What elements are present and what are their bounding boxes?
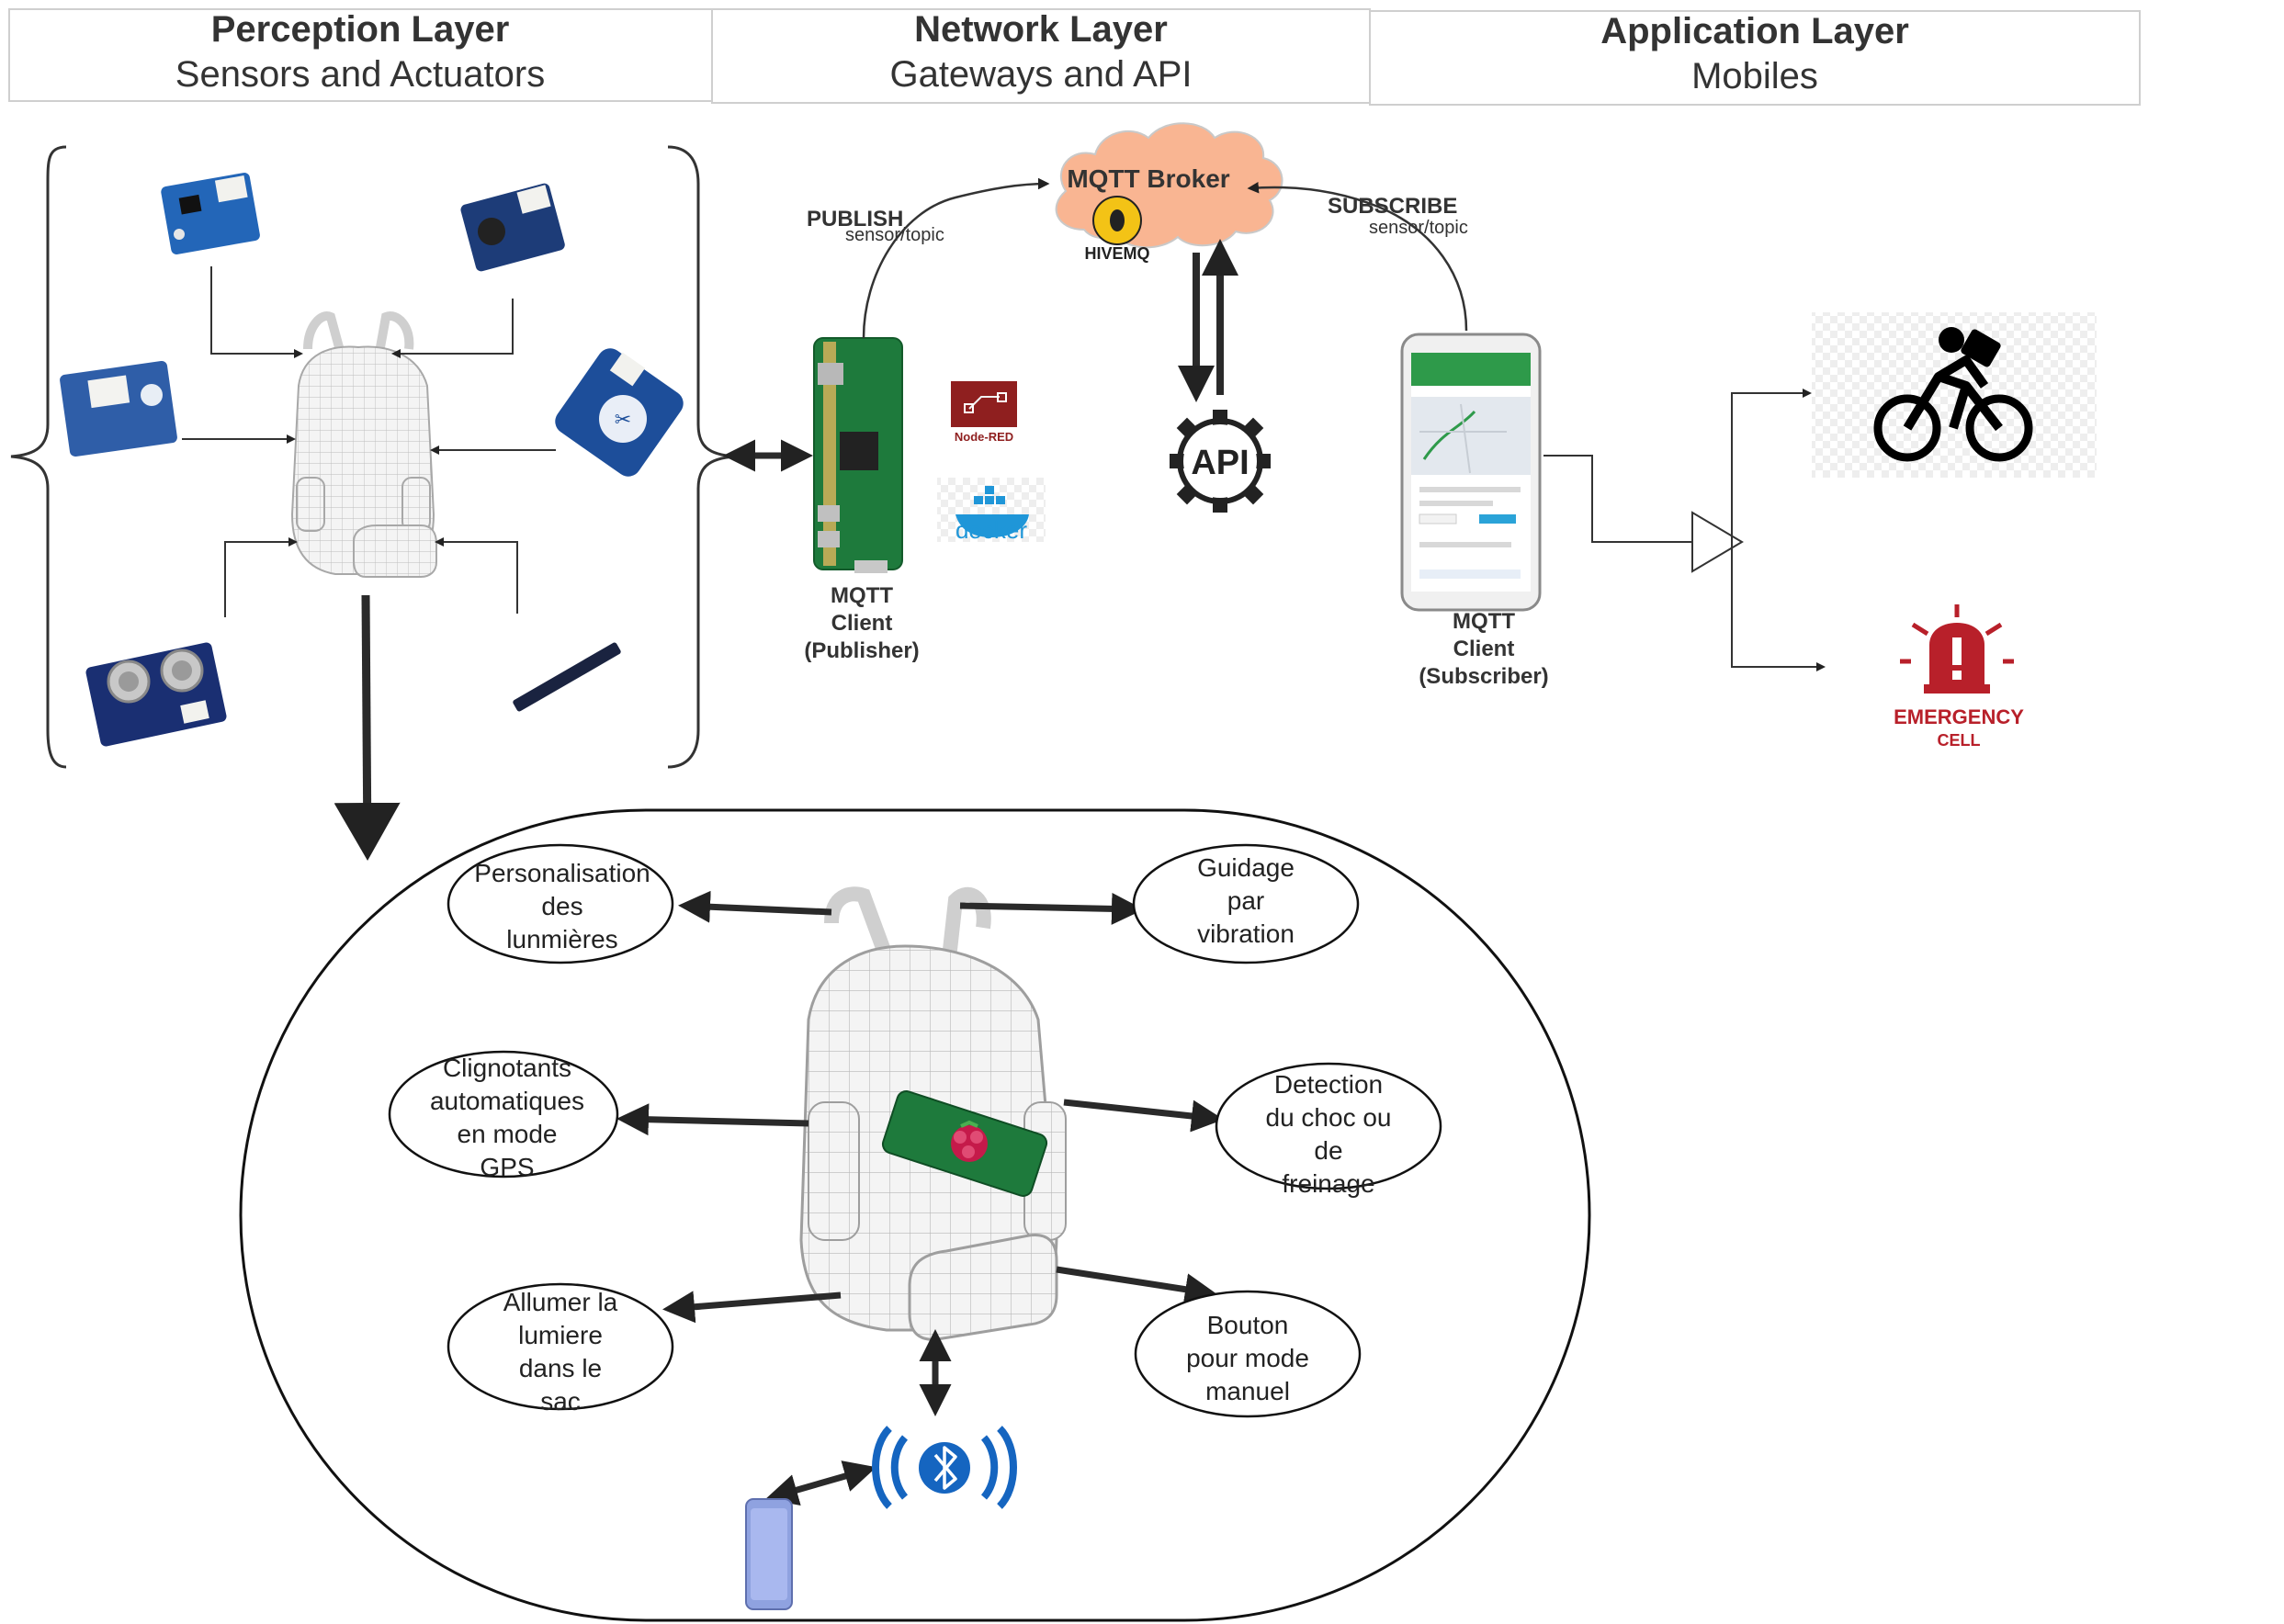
- publisher-line1: MQTT: [831, 583, 893, 608]
- publish-label: PUBLISH: [807, 207, 903, 231]
- raspberry-pi-board-icon: [881, 1090, 1048, 1197]
- layer-header-application: Application Layer Mobiles: [1369, 10, 2141, 106]
- feature-arrows: [616, 890, 1224, 1506]
- feature-personalisation: Personalisation des lunmières: [447, 843, 674, 964]
- feature-text: lunmières: [506, 925, 617, 953]
- subscriber-label: MQTT Client (Subscriber): [1419, 609, 1548, 689]
- subscriber-line1: MQTT: [1453, 609, 1515, 634]
- node-red-label: Node-RED: [955, 430, 1013, 444]
- arrow-to-backpack-detail: [334, 594, 401, 861]
- feature-text: Allumer la: [503, 1288, 618, 1316]
- led-module-icon: [60, 361, 177, 457]
- subscribe-topic: sensor/topic: [1369, 218, 1468, 238]
- feature-text: Clignotants: [443, 1054, 571, 1082]
- subscribe-label: SUBSCRIBE: [1328, 194, 1457, 219]
- cyclist-icon: [1812, 312, 2097, 478]
- feature-guidage: Guidage par vibration: [1132, 843, 1360, 964]
- feature-text: vibration: [1197, 919, 1295, 948]
- raspberry-pi-zero-icon: [813, 337, 903, 573]
- broker-name: MQTT Broker: [1067, 164, 1229, 193]
- right-brace: [667, 145, 736, 769]
- feature-text: Guidage: [1197, 853, 1295, 882]
- api-label: API: [1191, 444, 1249, 482]
- layer-subtitle: Mobiles: [1691, 56, 1818, 96]
- subscribe-arrow: [1247, 182, 1468, 332]
- layer-header-perception: Perception Layer Sensors and Actuators: [8, 8, 713, 102]
- light-sensor-module-icon: [161, 173, 260, 254]
- feature-text: lumiere: [518, 1321, 603, 1349]
- emergency-line1: EMERGENCY: [1894, 705, 2024, 728]
- feature-detection: Detection du choc ou de freinage: [1215, 1062, 1442, 1198]
- bluetooth-icon: [872, 1426, 1017, 1509]
- hivemq-label: HIVEMQ: [1084, 244, 1149, 263]
- publisher-line3: (Publisher): [804, 638, 919, 663]
- feature-text: dans le: [519, 1354, 602, 1382]
- publisher-label: MQTT Client (Publisher): [804, 583, 919, 663]
- feature-text: du choc ou: [1266, 1103, 1392, 1132]
- smartphone-icon: [745, 1498, 793, 1610]
- publisher-line2: Client: [831, 611, 893, 636]
- feature-text: Bouton: [1207, 1311, 1289, 1339]
- feature-text: de: [1314, 1136, 1342, 1165]
- emergency-line2: CELL: [1938, 731, 1981, 750]
- api-gear-icon: API: [1170, 410, 1271, 513]
- layer-header-network: Network Layer Gateways and API: [711, 8, 1371, 104]
- mobile-map-app-icon: [1400, 333, 1542, 612]
- layer-title: Network Layer: [914, 9, 1168, 50]
- feature-text: automatiques: [430, 1087, 584, 1115]
- feature-bouton: Bouton pour mode manuel: [1134, 1290, 1362, 1418]
- feature-text: Detection: [1274, 1070, 1383, 1099]
- vibration-motor-module-icon: ✂: [555, 348, 684, 477]
- feature-text: GPS: [480, 1153, 534, 1181]
- docker-logo: docker: [937, 478, 1046, 544]
- feature-text: pour mode: [1186, 1344, 1309, 1372]
- subscriber-line2: Client: [1453, 637, 1515, 661]
- sensor-connectors: [182, 266, 556, 617]
- feature-text: des: [541, 892, 582, 920]
- feature-allumer: Allumer la lumiere dans le sac: [447, 1282, 674, 1415]
- led-strip-icon: [513, 642, 621, 712]
- publish-arrow: [862, 177, 1050, 339]
- feature-text: manuel: [1205, 1377, 1290, 1405]
- mqtt-broker-cloud: MQTT Broker HIVEMQ: [1055, 122, 1283, 263]
- layer-subtitle: Gateways and API: [889, 54, 1192, 95]
- mobile-splitter: [1543, 389, 1826, 671]
- backpack-small-icon: [290, 311, 437, 578]
- svg-text:✂: ✂: [615, 408, 631, 431]
- left-brace: [10, 145, 67, 769]
- feature-text: Personalisation: [474, 859, 650, 887]
- publish-topic: sensor/topic: [845, 225, 944, 245]
- docker-label: docker: [955, 516, 1027, 544]
- node-red-logo: Node-RED: [951, 381, 1017, 444]
- subscriber-line3: (Subscriber): [1419, 664, 1548, 689]
- layer-subtitle: Sensors and Actuators: [175, 54, 545, 95]
- backpack-large-icon: [799, 886, 1067, 1341]
- layer-title: Perception Layer: [211, 9, 510, 50]
- feature-text: en mode: [458, 1120, 558, 1148]
- backpack-detail-frame: [239, 808, 1591, 1622]
- feature-text: freinage: [1282, 1169, 1374, 1198]
- feature-clignotants: Clignotants automatiques en mode GPS: [388, 1050, 619, 1181]
- feature-text: par: [1227, 886, 1264, 915]
- ultrasonic-sensor-module-icon: [85, 642, 227, 747]
- layer-title: Application Layer: [1600, 11, 1909, 51]
- emergency-cell-icon: EMERGENCY CELL: [1894, 604, 2024, 750]
- sound-sensor-module-icon: [460, 183, 565, 272]
- feature-text: sac: [540, 1387, 581, 1415]
